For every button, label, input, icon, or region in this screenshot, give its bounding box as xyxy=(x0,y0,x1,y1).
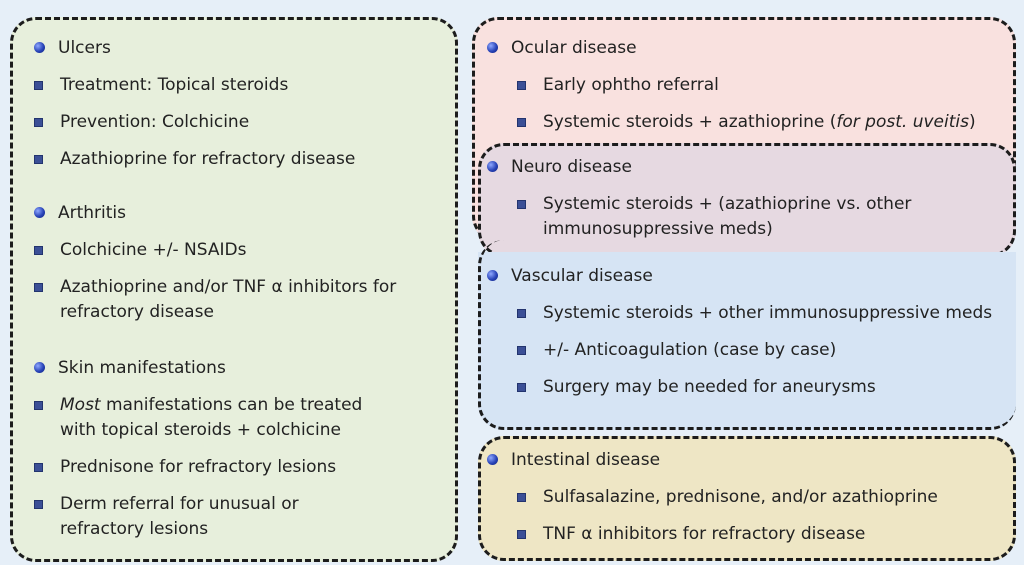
list-item: Early ophtho referral xyxy=(517,73,1007,98)
bullet-circle-icon xyxy=(34,207,45,218)
bullet-circle-icon xyxy=(487,161,498,172)
bullet-square-icon xyxy=(34,401,43,410)
bullet-square-icon xyxy=(34,500,43,509)
skin-heading: Skin manifestations xyxy=(34,357,444,379)
list-item: Systemic steroids + (azathioprine vs. ot… xyxy=(517,192,963,242)
bullet-square-icon xyxy=(34,81,43,90)
intestinal-panel xyxy=(478,436,1016,561)
bullet-square-icon xyxy=(34,246,43,255)
bullet-square-icon xyxy=(34,155,43,164)
bullet-square-icon xyxy=(517,81,526,90)
list-item: +/- Anticoagulation (case by case) xyxy=(517,338,1007,363)
bullet-square-icon xyxy=(517,346,526,355)
ocular-section: Ocular disease Early ophtho referral Sys… xyxy=(487,37,1007,147)
list-item: Sulfasalazine, prednisone, and/or azathi… xyxy=(517,485,1007,510)
vascular-section: Vascular disease Systemic steroids + oth… xyxy=(487,265,1007,412)
list-item: Azathioprine and/or TNF α inhibitors for… xyxy=(34,275,420,325)
bullet-square-icon xyxy=(517,118,526,127)
bullet-square-icon xyxy=(34,118,43,127)
list-item: TNF α inhibitors for refractory disease xyxy=(517,522,1007,547)
skin-section: Skin manifestations Most manifestations … xyxy=(34,357,444,554)
vascular-panel-border xyxy=(478,240,1016,430)
list-item: Azathioprine for refractory disease xyxy=(34,147,444,172)
bullet-circle-icon xyxy=(34,362,45,373)
list-item: Treatment: Topical steroids xyxy=(34,73,444,98)
list-item: Systemic steroids + azathioprine (for po… xyxy=(517,110,1007,135)
bullet-circle-icon xyxy=(487,454,498,465)
list-item: Systemic steroids + other immunosuppress… xyxy=(517,301,993,326)
bullet-square-icon xyxy=(517,383,526,392)
ulcers-section: Ulcers Treatment: Topical steroids Preve… xyxy=(34,37,444,184)
bullet-circle-icon xyxy=(34,42,45,53)
list-item: Prevention: Colchicine xyxy=(34,110,444,135)
ocular-heading: Ocular disease xyxy=(487,37,1007,59)
ulcers-heading: Ulcers xyxy=(34,37,444,59)
list-item: Surgery may be needed for aneurysms xyxy=(517,375,1007,400)
intestinal-heading: Intestinal disease xyxy=(487,449,1007,471)
list-item: Prednisone for refractory lesions xyxy=(34,455,444,480)
neuro-heading: Neuro disease xyxy=(487,156,1007,178)
vascular-heading: Vascular disease xyxy=(487,265,1007,287)
arthritis-section: Arthritis Colchicine +/- NSAIDs Azathiop… xyxy=(34,202,444,337)
list-item: Derm referral for unusual or refractory … xyxy=(34,492,360,542)
bullet-square-icon xyxy=(517,200,526,209)
list-item: Colchicine +/- NSAIDs xyxy=(34,238,444,263)
bullet-square-icon xyxy=(517,530,526,539)
bullet-square-icon xyxy=(517,493,526,502)
neuro-section: Neuro disease Systemic steroids + (azath… xyxy=(487,156,1007,254)
left-panel xyxy=(10,17,458,562)
list-item: Most manifestations can be treated with … xyxy=(34,393,400,443)
arthritis-heading: Arthritis xyxy=(34,202,444,224)
bullet-square-icon xyxy=(34,283,43,292)
bullet-circle-icon xyxy=(487,270,498,281)
vascular-panel xyxy=(478,252,1016,430)
intestinal-section: Intestinal disease Sulfasalazine, predni… xyxy=(487,449,1007,559)
bullet-circle-icon xyxy=(487,42,498,53)
bullet-square-icon xyxy=(34,463,43,472)
bullet-square-icon xyxy=(517,309,526,318)
